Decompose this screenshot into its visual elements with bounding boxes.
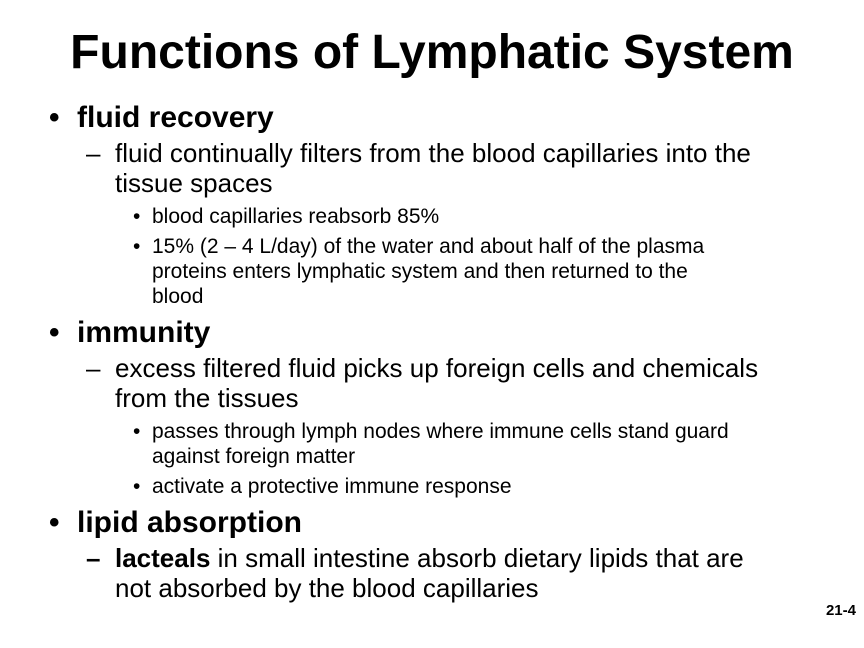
point-line: 15% (2 – 4 L/day) of the water and about… [152,235,705,258]
point-line: activate a protective immune response [152,475,512,498]
slide-title: Functions of Lymphatic System [70,26,794,79]
lacteals-term: lacteals [115,543,211,573]
point-lymph-nodes: • passes through lymph nodes where immun… [0,419,864,469]
sub-bullet-excess-fluid: – excess filtered fluid picks up foreign… [0,353,864,413]
slide-content: • fluid recovery – fluid continually fil… [0,100,864,603]
sub-bullet-fluid-filters: – fluid continually filters from the blo… [0,138,864,198]
bullet-heading: lipid absorption [77,506,302,539]
small-bullet-icon: • [133,235,141,258]
point-reabsorb: • blood capillaries reabsorb 85% [0,204,864,229]
bullet-fluid-recovery: • fluid recovery [0,100,864,136]
bullet-lipid-absorption: • lipid absorption [0,505,864,541]
sub-bullet-line: excess filtered fluid picks up foreign c… [115,353,759,383]
bullet-icon: • [49,506,60,539]
bullet-immunity: • immunity [0,315,864,351]
small-bullet-icon: • [133,475,141,498]
point-line: proteins enters lymphatic system and the… [152,260,688,283]
bullet-icon: • [49,101,60,134]
point-fifteen-percent: • 15% (2 – 4 L/day) of the water and abo… [0,234,864,309]
point-line: blood capillaries reabsorb 85% [152,205,440,228]
sub-bullet-line: from the tissues [115,383,299,413]
bullet-heading: immunity [77,316,211,349]
lacteals-rest: in small intestine absorb dietary lipids… [210,543,744,573]
point-line: passes through lymph nodes where immune … [152,420,729,443]
dash-icon: – [86,543,101,573]
sub-bullet-line: fluid continually filters from the blood… [115,138,751,168]
small-bullet-icon: • [133,420,141,443]
dash-icon: – [86,138,101,168]
bullet-icon: • [49,316,60,349]
sub-bullet-line: not absorbed by the blood capillaries [115,573,539,603]
sub-bullet-line: lacteals in small intestine absorb dieta… [115,543,864,573]
point-line: against foreign matter [152,445,356,468]
sub-bullet-lacteals: – lacteals in small intestine absorb die… [0,543,864,603]
page-number: 21-4 [825,602,856,619]
point-immune-response: • activate a protective immune response [0,474,864,499]
sub-bullet-line: tissue spaces [115,168,273,198]
small-bullet-icon: • [133,205,141,228]
dash-icon: – [86,353,101,383]
point-line: blood [152,285,204,308]
bullet-heading: fluid recovery [77,101,274,134]
